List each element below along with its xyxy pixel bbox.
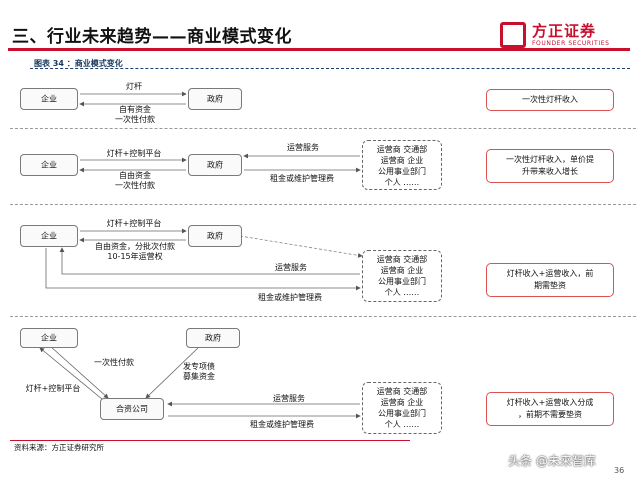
row1-goods-label: 灯杆 [126,82,142,91]
row3-goods-label: 灯杆+控制平台 [106,219,162,228]
row3-service-label: 运营服务 [275,263,307,272]
row2-company-node: 企业 [20,154,78,176]
founder-logo: 方正证券 FOUNDER SECURITIES [500,18,630,54]
row4-bonds-label: 发专项债 募集资金 [183,362,215,381]
row2-goods-label: 灯杆+控制平台 [106,149,162,158]
page-title: 三、行业未来趋势——商业模式变化 [12,27,292,47]
logo-mark-icon [500,22,526,48]
row4-result: 灯杆收入+运营收入分成 ，前期不需要垫资 [486,392,614,426]
row2-service-label: 运营服务 [287,143,319,152]
row4-government-node: 政府 [186,328,240,348]
row4-fee-label: 租金或维护管理费 [250,420,314,429]
row4-company-node: 企业 [20,328,78,348]
row3-company-node: 企业 [20,225,78,247]
row2-fee-label: 租金或维护管理费 [270,174,334,183]
page-number: 36 [614,466,625,475]
row4-jv-node: 合资公司 [100,398,164,420]
row3-pay-label: 自由资金，分批次付款 10-15年运营权 [95,242,175,261]
arrow-r3-service [59,247,360,275]
figure-label-divider [30,68,630,69]
arrow-r4-gov-jv [145,345,201,399]
row3-fee-label: 租金或维护管理费 [258,293,322,302]
row1-company-node: 企业 [20,88,78,110]
row4-operators-node: 运营商 交通部 运营商 企业 公用事业部门 个人 …… [362,382,442,434]
source-divider [10,440,410,441]
row4-goods-label: 灯杆+控制平台 [25,384,81,393]
row3-government-node: 政府 [188,225,242,247]
arrow-r4-company-jv [49,345,109,399]
logo-text-en: FOUNDER SECURITIES [532,40,610,47]
arrow-r3-fee [45,248,361,291]
row4-pay-once-label: 一次性付款 [94,358,134,367]
figure-label: 图表 34 ：商业模式变化 [34,59,123,68]
source-note: 资料来源：方正证券研究所 [14,443,104,452]
arrow-r3-gov-ops [239,235,363,258]
row4-service-label: 运营服务 [273,394,305,403]
row1-government-node: 政府 [188,88,242,110]
row3-operators-node: 运营商 交通部 运营商 企业 公用事业部门 个人 …… [362,250,442,302]
row2-operators-node: 运营商 交通部 运营商 企业 公用事业部门 个人 …… [362,140,442,190]
row1-result: 一次性灯杆收入 [486,89,614,111]
row-separator [10,128,636,129]
arrow-r4-jv-company [39,347,109,405]
row2-government-node: 政府 [188,154,242,176]
row-separator [10,316,636,317]
logo-text-cn: 方正证券 [532,22,597,40]
title-divider [8,48,630,51]
row2-result: 一次性灯杆收入，单价提 升带来收入增长 [486,149,614,183]
watermark: 头条 @未来智库 [508,454,596,468]
row-separator [10,204,636,205]
row1-pay-label: 自有资金 一次性付款 [115,105,155,124]
row3-result: 灯杆收入+运营收入，前 期需垫资 [486,263,614,297]
row2-pay-label: 自由资金 一次性付款 [115,171,155,190]
